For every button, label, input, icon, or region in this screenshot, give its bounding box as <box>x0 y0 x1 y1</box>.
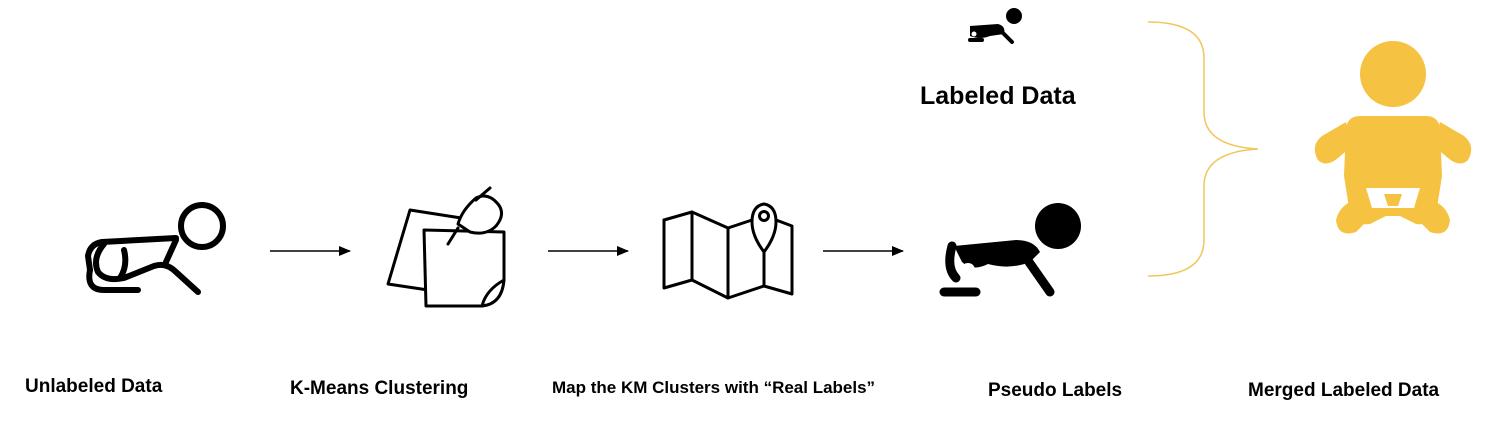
sitting-baby-icon <box>1314 41 1472 234</box>
label-kmeans-clustering: K-Means Clustering <box>290 378 469 399</box>
merge-brace <box>1147 21 1259 277</box>
label-labeled-data: Labeled Data <box>920 82 1076 110</box>
label-unlabeled-data: Unlabeled Data <box>25 376 163 397</box>
label-map-clusters: Map the KM Clusters with “Real Labels” <box>552 378 876 397</box>
label-merged-labeled-data: Merged Labeled Data <box>1248 380 1440 401</box>
folded-map-pin-icon <box>662 202 794 300</box>
label-pseudo-labels: Pseudo Labels <box>988 380 1123 401</box>
crawling-baby-outline-icon <box>85 202 226 295</box>
crawling-baby-solid-icon <box>939 203 1081 297</box>
small-crawling-baby-icon <box>968 8 1022 44</box>
pinned-sticky-notes-icon <box>386 186 506 308</box>
